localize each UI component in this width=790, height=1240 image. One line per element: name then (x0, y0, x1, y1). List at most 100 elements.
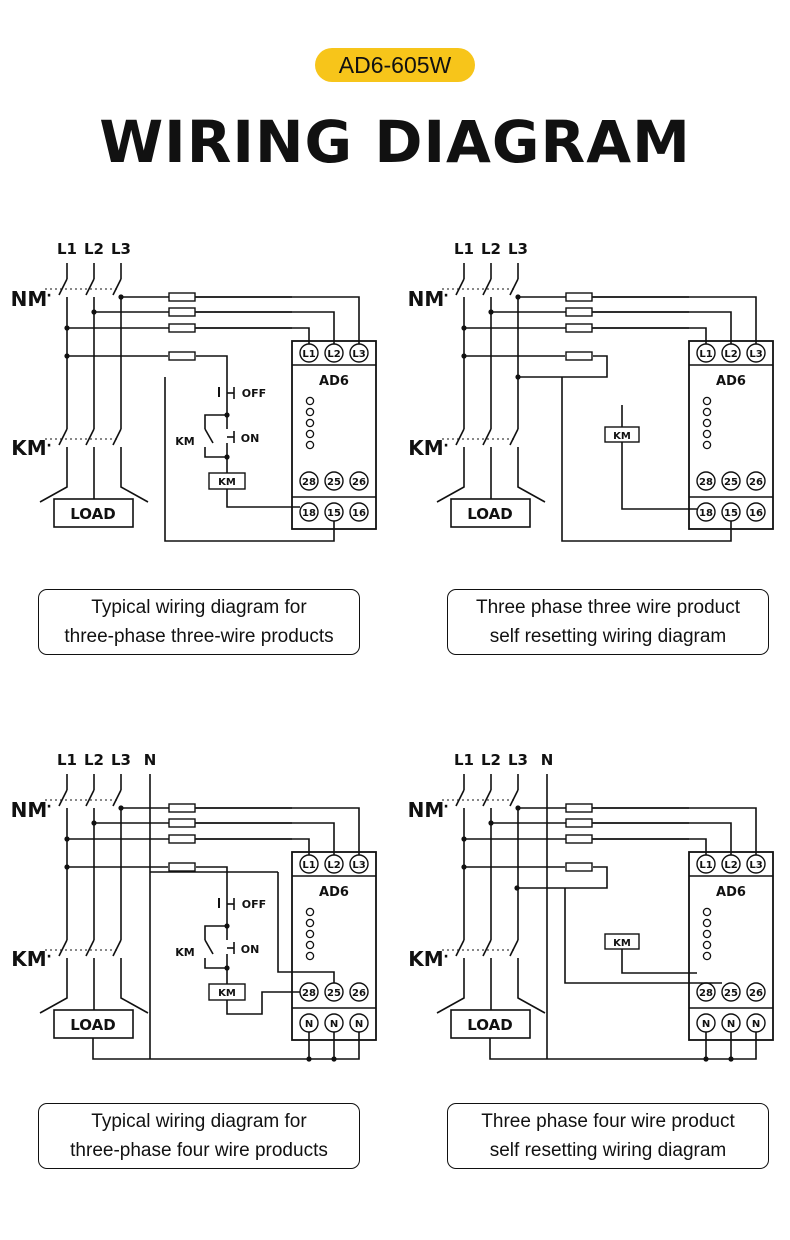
switch-blade (85, 789, 95, 807)
caption-line: self resetting wiring diagram (489, 1140, 727, 1161)
indicator-led (702, 929, 712, 939)
fuse (168, 803, 196, 813)
diagram-label: · (46, 799, 51, 815)
switch-blade (509, 428, 519, 446)
switch-blade (482, 428, 492, 446)
switch-blade (509, 789, 519, 807)
diagram-label: 26 (352, 477, 366, 488)
indicator-led (305, 907, 315, 917)
diagram-label: 28 (302, 988, 316, 999)
terminal (746, 502, 766, 522)
diagram-label: KM (408, 436, 443, 460)
diagram-label: L3 (749, 860, 762, 871)
caption-line: three-phase three-wire products (64, 626, 334, 647)
terminal (696, 502, 716, 522)
fuse (565, 834, 593, 844)
wire (226, 991, 300, 1015)
switch-blade (455, 789, 465, 807)
device-body (291, 851, 377, 1041)
wire (120, 447, 149, 503)
wire (196, 355, 228, 383)
switch-blade (58, 278, 68, 296)
wire (204, 414, 227, 429)
indicator-led (305, 929, 315, 939)
caption-line: Three phase three wire product (475, 597, 741, 618)
diagram-label: 26 (749, 988, 763, 999)
fuse (168, 292, 196, 302)
diagram-label: N (355, 1019, 363, 1030)
diagram-label: LOAD (70, 1016, 115, 1034)
indicator-led (305, 407, 315, 417)
wire (196, 807, 360, 855)
diagram-label: · (46, 288, 51, 304)
indicator-led (702, 429, 712, 439)
indicator-led (305, 418, 315, 428)
fuse (168, 862, 196, 872)
diagram-label: NM (408, 287, 445, 311)
wire (518, 355, 608, 378)
switch-blade (112, 278, 122, 296)
diagram-label: NM (11, 798, 48, 822)
diagram-label: · (443, 799, 448, 815)
diagram-label: KM (218, 988, 236, 999)
diagram-label: N (330, 1019, 338, 1030)
diagram-label: L3 (352, 349, 365, 360)
fuse (565, 818, 593, 828)
caption-line: Typical wiring diagram for (91, 597, 307, 618)
switch-blade (85, 278, 95, 296)
diagram-label: · (443, 438, 448, 454)
diagram-label: 16 (749, 508, 763, 519)
switch-blade (112, 939, 122, 957)
wire (204, 925, 227, 940)
wire (196, 866, 228, 894)
wire (564, 888, 722, 984)
diagram-label: 25 (327, 988, 341, 999)
caption-line: Typical wiring diagram for (91, 1111, 307, 1132)
diagram-label: 26 (352, 988, 366, 999)
diagram-label: 15 (724, 508, 738, 519)
fuse (565, 307, 593, 317)
indicator-led (305, 951, 315, 961)
diagram-label: N (144, 751, 157, 769)
wire (593, 327, 707, 344)
diagram-label: L1 (302, 860, 315, 871)
wire (593, 838, 707, 855)
indicator-led (305, 918, 315, 928)
indicator-led (702, 407, 712, 417)
diagram-label: · (443, 949, 448, 965)
wire (621, 442, 697, 510)
fuse (565, 803, 593, 813)
junction-dot (515, 374, 521, 380)
wire (196, 822, 335, 855)
diagram-label: N (727, 1019, 735, 1030)
caption-4wire-self-resetting: Three phase four wire product self reset… (447, 1103, 769, 1169)
terminal (746, 471, 766, 491)
wire (120, 958, 149, 1014)
diagram-label: ON (241, 943, 260, 956)
switch-blade (85, 428, 95, 446)
wire (593, 807, 757, 855)
wire (92, 1038, 150, 1060)
switch-blade (509, 939, 519, 957)
switch-blade (455, 278, 465, 296)
terminal (299, 471, 319, 491)
fuse (168, 834, 196, 844)
terminal (746, 982, 766, 1002)
diagram-label: L3 (111, 240, 131, 258)
terminal (349, 471, 369, 491)
terminal (324, 471, 344, 491)
diagram-label: L2 (327, 349, 340, 360)
diagram-label: LOAD (467, 1016, 512, 1034)
switch-blade (85, 939, 95, 957)
diagram-label: L3 (508, 751, 528, 769)
diagram-label: L3 (111, 751, 131, 769)
indicator-led (305, 440, 315, 450)
diagram-label: OFF (242, 387, 266, 400)
switch-blade (58, 939, 68, 957)
wire (436, 447, 465, 503)
switch-blade (455, 939, 465, 957)
diagram-label: L1 (302, 349, 315, 360)
diagram-label: 18 (302, 508, 316, 519)
